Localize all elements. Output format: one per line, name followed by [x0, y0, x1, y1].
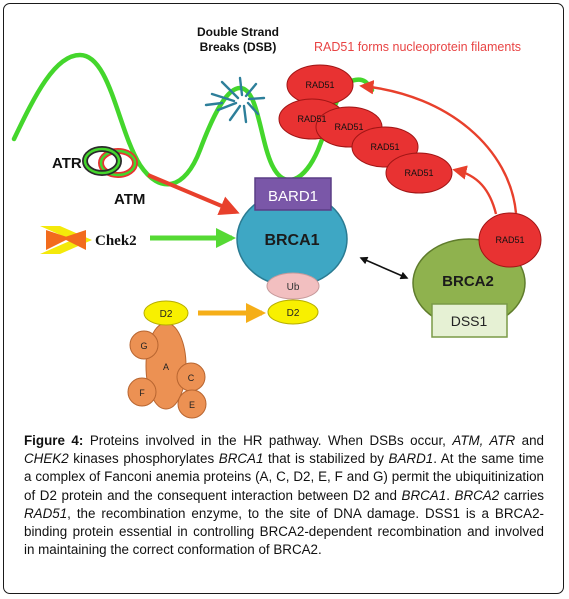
caption-segment: Proteins involved in the HR pathway. Whe… [83, 433, 453, 448]
caption-segment: carries [499, 487, 544, 503]
caption-segment: BRCA1 [218, 451, 264, 467]
dsb-label-line1: Double Strand [197, 25, 279, 39]
brca1-label: BRCA1 [264, 232, 319, 249]
rad51-load-arrow-lower [452, 165, 498, 215]
d2-free-label: D2 [160, 309, 173, 320]
rad51-filament-title: RAD51 forms nucleoprotein filaments [314, 40, 521, 54]
fanconi-f-label: F [139, 388, 145, 398]
fanconi-a-label: A [163, 362, 169, 372]
caption-segment: ATM, ATR [452, 433, 516, 448]
figure-frame [3, 3, 564, 594]
atr-atm-rings [82, 146, 138, 178]
rad51-label-1: RAD51 [305, 80, 334, 90]
atr-label: ATR [52, 155, 82, 172]
dss1-box [431, 303, 508, 338]
fanconi-e-label: E [189, 400, 195, 410]
rad51-on-brca2 [478, 212, 542, 268]
atm-label: ATM [114, 191, 145, 208]
caption-segment: and [515, 433, 545, 448]
caption-segment: , the recombination enzyme, to the site … [24, 505, 544, 558]
caption-segment: kinases phosphorylates [68, 451, 219, 467]
caption-segment: RAD51 [24, 505, 68, 521]
d2-bound-label: D2 [287, 308, 300, 319]
caption-label: Figure 4: [24, 433, 84, 448]
rad51-load-arrow-upper [359, 80, 518, 214]
atm-to-brca1-arrow [147, 173, 240, 216]
caption-segment: BRCA2 [454, 487, 500, 503]
rad51-label-5: RAD51 [404, 168, 433, 178]
d2-node-bound [267, 299, 319, 325]
rad51-label-4: RAD51 [370, 142, 399, 152]
fanconi-g-label: G [140, 341, 147, 351]
ub-label: Ub [287, 282, 300, 293]
rad51-label-carried: RAD51 [495, 235, 524, 245]
fanconi-complex [127, 300, 207, 419]
rad51-label-3: RAD51 [334, 122, 363, 132]
brca1-brca2-interaction-arrow [359, 256, 409, 280]
caption-segment: BRCA1 [401, 487, 447, 503]
brca2-label: BRCA2 [442, 273, 494, 290]
caption-segment: CHEK2 [24, 451, 69, 467]
caption-segment: that is stabilized by [263, 451, 389, 467]
caption-body: Proteins involved in the HR pathway. Whe… [24, 433, 544, 557]
caption-segment: . [446, 487, 455, 503]
dss1-label: DSS1 [451, 313, 488, 329]
ub-node [266, 272, 320, 300]
rad51-label-2: RAD51 [297, 114, 326, 124]
bard1-box [254, 177, 332, 211]
figure-caption: Figure 4: Proteins involved in the HR pa… [24, 432, 544, 559]
bard1-label: BARD1 [268, 188, 318, 205]
fanconi-c-label: C [188, 373, 195, 383]
caption-segment: BARD1 [388, 451, 434, 467]
rad51-filament [278, 64, 453, 194]
chek2-label: Chek2 [95, 233, 137, 249]
caption-segment: . At the same time a complex of Fanconi … [24, 451, 545, 503]
chek2-bowtie-icon [40, 226, 92, 254]
dsb-burst-icon [204, 76, 266, 124]
dsb-label-line2: Breaks (DSB) [200, 40, 277, 54]
